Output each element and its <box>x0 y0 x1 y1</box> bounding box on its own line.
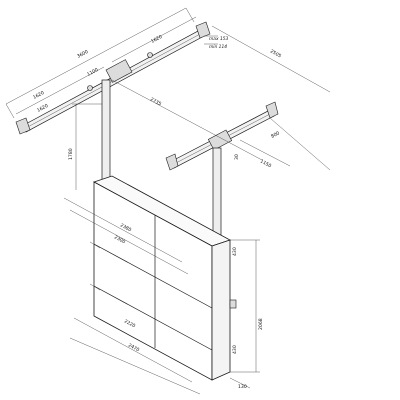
counter-shelf-1 <box>93 243 213 309</box>
upper-arm-left-clamp <box>15 117 31 135</box>
dim-3600: 3600 <box>76 49 89 60</box>
dim-line-left-half <box>15 66 105 115</box>
dim-2068: 2068 <box>258 318 264 330</box>
dim-line-2300 <box>69 209 189 275</box>
dim-1100: 1100 <box>86 67 99 78</box>
dim-line-130 <box>229 377 251 389</box>
dim-line-right-half <box>111 16 197 63</box>
upper-arm-right-clamp <box>195 21 211 39</box>
dim-430-top: 430 <box>232 247 238 256</box>
dim-line-2505 <box>211 25 331 93</box>
dim-ext-left <box>5 103 15 119</box>
upper-arm <box>15 21 211 135</box>
label-min: min 114 <box>209 44 227 50</box>
lower-arm-right-clamp <box>265 101 279 119</box>
dim-2300: 2300 <box>113 234 126 245</box>
lower-arm-left-clamp <box>165 153 179 171</box>
dim-1620-left: 1620 <box>32 90 45 101</box>
left-column-post <box>101 79 111 191</box>
dim-2220: 2220 <box>123 318 136 329</box>
dim-30: 30 <box>234 154 240 160</box>
dim-1620-right: 1620 <box>150 34 163 45</box>
dim-1150: 1150 <box>259 158 272 169</box>
counter-side <box>211 239 231 381</box>
dim-line-3600 <box>5 7 187 105</box>
counter-shelf-2 <box>93 285 213 351</box>
dim-line-1150 <box>269 117 331 171</box>
dim-line-2220 <box>73 317 193 383</box>
counter-dimensions: 2380 2300 2220 2470 2068 430 430 130 <box>63 197 264 395</box>
upper-arm-hub <box>105 59 133 83</box>
upper-arm-dimensions: 3600 1620 1620 1100 1620 2505 max 153 mi… <box>5 7 331 119</box>
dim-2470: 2470 <box>127 342 140 353</box>
counter-box <box>89 175 237 381</box>
dim-line-2380 <box>63 197 183 263</box>
lower-arm: 2735 800 30 1150 <box>111 79 331 171</box>
counter-side-bracket <box>229 299 237 309</box>
dim-ext-right <box>185 7 195 23</box>
counter-shelf-1-lip <box>89 241 101 249</box>
dim-1780: 1780 <box>68 148 74 160</box>
dim-2735: 2735 <box>149 96 162 107</box>
dim-430-bottom: 430 <box>232 345 238 354</box>
dim-line-2470 <box>69 337 201 395</box>
dim-800: 800 <box>270 130 281 139</box>
dim-line-800 <box>239 139 291 167</box>
upper-arm-joint-left <box>87 85 93 91</box>
lower-arm-hub <box>207 129 233 151</box>
upper-arm-joint-right <box>147 52 153 58</box>
dim-130: 130 <box>238 384 247 390</box>
dim-line-2735 <box>111 79 263 161</box>
label-max: max 153 <box>209 36 229 42</box>
dim-1620-lower: 1620 <box>36 103 49 114</box>
dim-2505: 2505 <box>269 49 282 60</box>
counter-shelf-2-lip <box>89 283 101 291</box>
dim-2380: 2380 <box>119 222 132 233</box>
